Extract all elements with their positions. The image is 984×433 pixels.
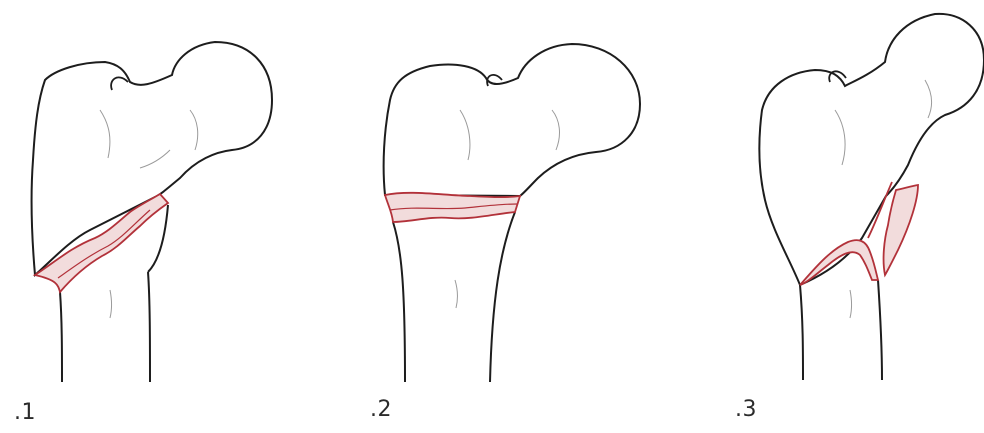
femur-3-fragment-fracture (884, 185, 918, 275)
femur-2-proximal-outline (384, 44, 640, 196)
femur-panel-2 (384, 44, 640, 382)
panel-label-1: .1 (14, 402, 36, 424)
femur-2-fracture-line (385, 193, 520, 222)
femur-panel-3 (759, 14, 984, 380)
femur-2-shaft-outline (393, 212, 515, 382)
panel-label-2: .2 (370, 399, 392, 421)
femur-1-proximal-outline (32, 42, 272, 275)
femur-panel-1 (32, 42, 272, 382)
panel-label-3: .3 (735, 399, 757, 421)
femur-3-shaft-outline (800, 280, 882, 380)
femur-3-proximal-outline (759, 14, 984, 285)
femur-1-trochanter-notch (111, 77, 128, 90)
